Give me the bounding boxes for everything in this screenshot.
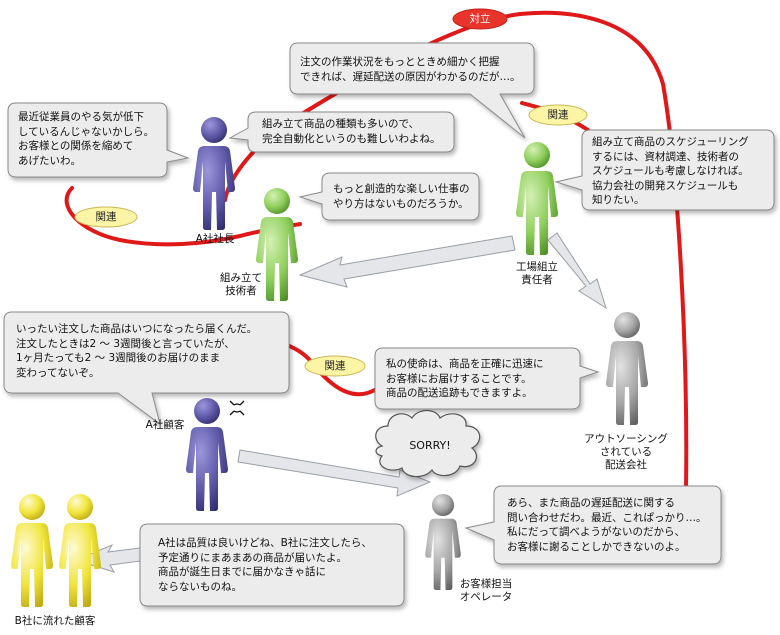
speech-delivery: 私の使命は、商品を正確に迅速に お客様にお届けすることです。 商品の配送追跡もで… <box>386 358 544 399</box>
related-tag-label-customer: 関連 <box>324 360 346 372</box>
label-lost-customers: B社に流れた顧客 <box>14 615 96 627</box>
speech-operator: あら、また商品の遅延配送に関する 問い合わせだわ。最近、これぱっかり…。 私にだ… <box>507 497 707 553</box>
bubble-engineer <box>298 172 480 221</box>
label-customer-a: A社顧客 <box>145 419 185 431</box>
label-operator: お客様担当 オペレータ <box>459 578 513 603</box>
bubble-engineer-top <box>228 111 455 153</box>
bubble-lost-customers <box>139 523 405 607</box>
label-engineer: 組み立て 技術者 <box>220 272 262 297</box>
speech-bubble-shapes <box>3 42 775 607</box>
figure-lost-customer-1 <box>11 494 53 607</box>
figure-customer-a <box>186 398 228 511</box>
oppose-tag <box>452 8 508 30</box>
related-tag-factory <box>528 104 588 126</box>
speech-lost-customers: A社は品質は良いけどね、B社に注文したら、 予定通りにまあまあの商品が届いたよ。… <box>158 537 372 593</box>
bubble-customer-a <box>3 311 290 426</box>
speech-president: 最近従業員のやる気が低下 しているんじゃないかしら。 お客様との関係を縮めて あ… <box>18 111 155 167</box>
arrow-to-delivery <box>547 232 607 310</box>
speech-scheduling: 組み立て商品のスケジューリング するには、資材調達、技術者の スケジュールも考慮… <box>592 136 749 206</box>
speech-factory-manager: 注文の作業状況をもっとときめ細かく把握 できれば、遅延配送の原因がわかるのだが…… <box>300 56 521 83</box>
figure-delivery <box>606 312 648 425</box>
figure-lost-customer-2 <box>59 494 101 607</box>
related-tag-label-president: 関連 <box>95 211 117 223</box>
label-factory-manager: 工場組立 責任者 <box>516 261 558 286</box>
label-president: A社社長 <box>195 233 235 245</box>
anger-mark-icon <box>229 400 245 416</box>
bubble-scheduling <box>554 129 775 211</box>
bubble-president <box>7 102 190 178</box>
oppose-tag-label: 対立 <box>469 13 491 25</box>
sorry-text: SORRY! <box>409 439 451 452</box>
label-delivery: アウトソーシング されている 配送会社 <box>584 433 668 471</box>
bubble-operator <box>464 485 722 565</box>
figure-president <box>193 117 235 230</box>
speech-customer-a: いったい注文した商品はいつになったら届くんだ。 注文したときは2 ～ 3週間後と… <box>16 323 258 379</box>
sorry-cloud <box>375 409 481 478</box>
related-tag-label-factory: 関連 <box>547 109 569 121</box>
related-tag-president <box>74 206 138 228</box>
arrow-to-engineer <box>298 235 516 288</box>
bubble-factory-manager <box>289 42 535 139</box>
figure-operator <box>425 493 461 590</box>
speech-engineer: もっと創造的な楽しい仕事の やり方はないものだろうか。 <box>333 183 470 210</box>
bubble-delivery <box>374 347 600 410</box>
speech-engineer-top: 組み立て商品の種類も多いので、 完全自動化というのも難しいわよね。 <box>262 118 441 145</box>
related-tag-customer <box>304 355 366 377</box>
